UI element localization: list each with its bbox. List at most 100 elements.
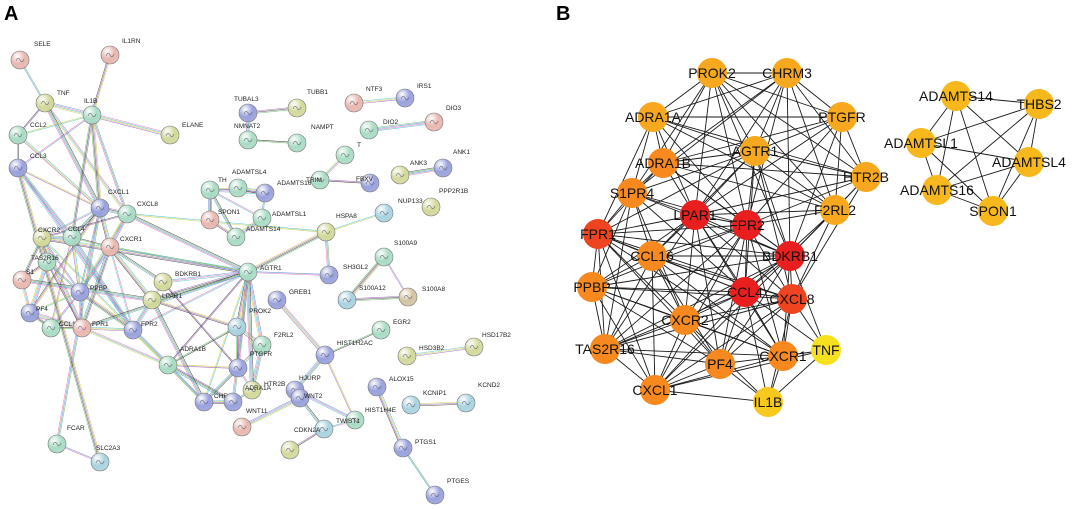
panel-a-node-ccl4: CCL4: [62, 226, 85, 247]
panel-b-edge-ccl16-cxcl8: [651, 255, 793, 300]
panel-a-edge-il1b-cxcl8: [90, 114, 129, 215]
panel-b-edge-agtr1-bdkrb1: [754, 150, 791, 257]
panel-a-label-s100a9: S100A9: [394, 240, 418, 247]
panel-a-label-greb1: GREB1: [289, 289, 311, 296]
panel-b-node-adamtsl1: ADAMTSL1: [884, 128, 958, 158]
panel-a-node-twist1: TWIST1: [314, 418, 360, 439]
panel-b-node-lpar1: LPAR1: [673, 200, 717, 230]
panel-b-edge-tas2r16-pf4: [604, 348, 721, 365]
panel-b-label-prok2: PROK2: [688, 65, 736, 81]
panel-a-edge-lpar1-prok2: [151, 298, 238, 329]
panel-b-label-fpr1: FPR1: [580, 226, 616, 242]
panel-a-node-il1b: IL1B: [82, 98, 102, 125]
panel-a-edge-ptgs1-ptges: [402, 447, 436, 496]
panel-a-edge-s100a9-s100a12: [345, 255, 386, 302]
panel-b-label-cxcr2: CXCR2: [661, 312, 709, 328]
panel-b-edge-chrm3-adra1a: [652, 72, 788, 118]
panel-a-label-cxcl8: CXCL8: [137, 201, 158, 208]
panel-b-edge-fpr1-bdkrb1: [597, 233, 791, 257]
panel-a-label-cdkn2a: CDKN2A: [294, 427, 321, 434]
panel-a-label-lpar1: LPAR1: [162, 293, 182, 300]
panel-b-edge-adra1b-htr2b: [662, 162, 867, 178]
panel-a-node-cxcl8: CXCL8: [117, 201, 158, 224]
panel-a-edge-il1rn-il1b: [90, 54, 112, 116]
panel-a-label-ank3: ANK3: [410, 160, 427, 167]
panel-b-edge-ccl16-tas2r16: [604, 255, 653, 350]
panel-a-label-fbxw: FBXV: [356, 176, 374, 183]
panel-b-edge-ptgfr-fpr2: [746, 116, 843, 226]
panel-a-label-nup133: NUP133: [398, 198, 423, 205]
panel-a-label-hist1h2ac: HIST1H2AC: [337, 340, 373, 347]
panel-b-edge-ptgfr-lpar1: [694, 116, 843, 216]
panel-a-label-hspa8: HSPA8: [336, 213, 357, 220]
panel-a-node-t1: T: [335, 142, 361, 165]
panel-b-node-ccl16: CCL16: [630, 241, 674, 271]
panel-b-edge-ccl4-cxcl1: [654, 291, 746, 391]
panel-a-node-dio3: DIO3: [424, 105, 462, 132]
panel-a-node-dio2: DIO2: [359, 119, 399, 140]
panel-a-node-trim: TRIM: [306, 170, 330, 190]
panel-b-edge-prok2-fpr2: [711, 72, 748, 226]
panel-b-edge-chrm3-htr2b: [786, 72, 867, 178]
panel-b-node-prok2: PROK2: [688, 58, 736, 88]
panel-a-label-cxcr2: CXCR2: [38, 227, 60, 234]
panel-a-label-ptgfr: PTGFR: [250, 351, 272, 358]
panel-a-label-twist1: TWIST1: [336, 418, 360, 425]
panel-a-edge-adra1b-adra1a: [167, 363, 234, 404]
panel-b-label-adamts14: ADAMTS14: [919, 88, 993, 104]
panel-a-node-wnt2: WNT2: [290, 388, 323, 408]
panel-b-edge-fpr2-ccl16: [651, 224, 748, 257]
panel-a-node-s100a12: S100A12: [337, 285, 386, 310]
panel-a-edge-greb1-hist1h2ac: [275, 298, 327, 357]
panel-b-label-spon1: SPON1: [969, 203, 1017, 219]
panel-b-edge-prok2-lpar1: [694, 72, 713, 216]
panel-b-label-ccl4: CCL4: [727, 284, 763, 300]
panel-a-edge-tas2r16-fpr1: [46, 261, 83, 329]
panel-a-node-s100a9: S100A9: [374, 240, 418, 267]
panel-b-edge-f2rl2-cxcl8: [791, 209, 836, 300]
panel-a-label-hsd17b2: HSD17B2: [482, 332, 511, 339]
panel-a-label-prok2: PROK2: [249, 308, 271, 315]
panel-a-node-ccl2: CCL2: [8, 122, 47, 145]
panel-a-node-s1p: S1: [12, 269, 34, 290]
panel-b-node-thbs2: THBS2: [1016, 89, 1062, 119]
panel-a-edge-cxcr1-agtr1: [109, 246, 249, 273]
panel-b-edge-prok2-adra1b: [662, 72, 713, 164]
panel-b-edge-agtr1-adra1b: [662, 150, 756, 164]
panel-b-label-ptgfr: PTGFR: [818, 109, 865, 125]
panel-a-node-fpr2: FPR2: [123, 320, 158, 340]
panel-a-label-t1: T: [357, 142, 361, 149]
panel-b-node-chrm3: CHRM3: [762, 58, 812, 88]
panel-b-edge-agtr1-htr2b: [754, 150, 867, 178]
panel-a-label-tas2r16: TAS2R16: [31, 255, 59, 262]
panel-a-label-f2rl2: F2RL2: [274, 332, 294, 339]
panel-b-node-fpr2: FPR2: [729, 210, 765, 240]
panel-a-edge-il1b-ccl3: [17, 114, 93, 169]
panel-a-node-ccl16: CCL16: [41, 318, 80, 338]
panel-b-node-bdkrb1: BDKRB1: [762, 241, 818, 271]
panel-b-edge-adamts14-adamts16: [936, 95, 957, 191]
panel-b-edge-fpr2-cxcl1: [654, 224, 748, 391]
panel-a-label-fpr1: FPR1: [92, 321, 109, 328]
panel-a-node-bdkrb1: BDKRB1: [153, 271, 201, 292]
panel-b-edge-bdkrb1-tnf: [789, 255, 827, 351]
panel-b-node-agtr1: AGTR1: [732, 136, 779, 166]
panel-b-label-adra1b: ADRA1B: [635, 155, 691, 171]
panel-b-node-cxcr1: CXCR1: [759, 341, 807, 371]
panel-b-edge-bdkrb1-tas2r16: [604, 255, 791, 350]
panel-a-node-fpr1: FPR1: [72, 318, 109, 338]
panel-b-edge-agtr1-cxcl8: [754, 150, 793, 300]
panel-a-node-fcar: FCAR: [47, 425, 85, 454]
panel-b-node-f2rl2: F2RL2: [814, 195, 856, 225]
panel-a-node-tubb1: TUBB1: [287, 89, 328, 118]
panel-b-edge-f2rl2-lpar1: [694, 209, 836, 216]
panel-b-edge-fpr2-fpr1: [597, 224, 748, 235]
panel-a-edge-il1b-elane: [91, 113, 171, 137]
panel-a-label-slc2a3: SLC2A3: [96, 445, 121, 452]
panel-a-node-ppp2r1b: PPP2R1B: [421, 188, 468, 217]
panel-a-edge-ccl4-ccl16: [50, 236, 73, 329]
panel-a-edge-ccl3-slc2a3: [16, 167, 102, 463]
panel-b-edge-cxcl8-cxcl1: [654, 298, 793, 391]
